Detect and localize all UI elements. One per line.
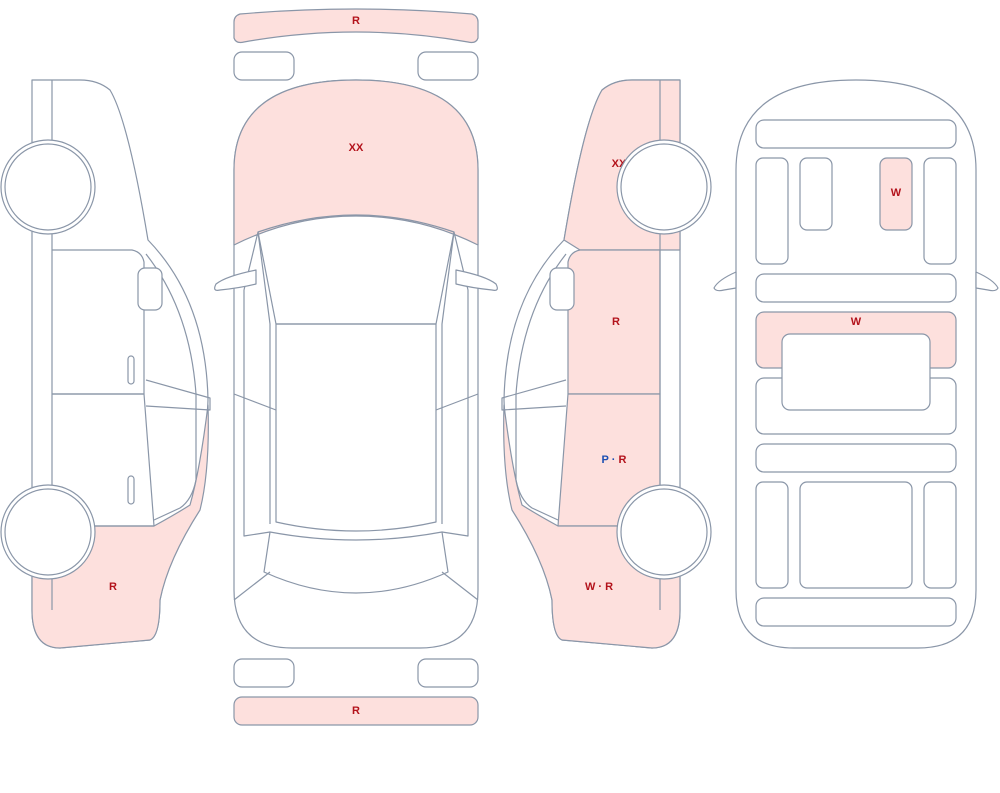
interior-mirror-right[interactable] <box>975 271 999 292</box>
trunk-rear[interactable] <box>755 597 957 627</box>
left-door-rear <box>52 393 155 527</box>
rear-shelf[interactable] <box>755 443 957 473</box>
interior-mirror-left[interactable] <box>713 271 737 292</box>
rear-left-panel[interactable] <box>755 481 789 589</box>
left-mirror[interactable] <box>137 267 163 311</box>
front-left-door-panel[interactable] <box>755 157 789 265</box>
rear-bumper-top-label: R <box>352 15 360 27</box>
right-side-view: XX R P · R W · R <box>501 79 712 649</box>
rear-bumper-top[interactable] <box>233 8 479 44</box>
roof <box>275 323 437 532</box>
left-front-wheel[interactable] <box>4 143 92 231</box>
right-rear-quarter[interactable] <box>503 404 681 649</box>
rear-light-right[interactable] <box>417 51 479 81</box>
left-rear-handle[interactable] <box>127 475 135 505</box>
left-rear-wheel[interactable] <box>4 488 92 576</box>
right-pillars <box>435 231 479 601</box>
front-bumper-bottom-label: R <box>352 705 360 717</box>
windshield <box>257 214 455 325</box>
rear-glass <box>263 531 449 594</box>
right-front-door-label: R <box>612 316 620 328</box>
rear-light-left[interactable] <box>233 51 295 81</box>
left-front-handle[interactable] <box>127 355 135 385</box>
mirror-right[interactable] <box>455 269 498 291</box>
headlight-left[interactable] <box>233 658 295 688</box>
trunk-floor[interactable] <box>799 481 913 589</box>
hood-panel[interactable] <box>233 79 479 246</box>
right-rear-wheel[interactable] <box>620 488 708 576</box>
front-right-seat[interactable] <box>879 157 913 231</box>
center-console[interactable] <box>755 273 957 303</box>
right-rear-quarter-label: W · R <box>585 581 613 593</box>
dashboard[interactable] <box>755 119 957 149</box>
right-windows <box>515 253 567 521</box>
right-front-door[interactable] <box>567 249 661 395</box>
headlight-right[interactable] <box>417 658 479 688</box>
rear-right-panel[interactable] <box>923 481 957 589</box>
left-door-front <box>52 249 145 395</box>
front-right-door-panel[interactable] <box>923 157 957 265</box>
front-bumper-bottom[interactable] <box>233 696 479 726</box>
interior-view: W W <box>713 79 999 649</box>
right-rear-door-label: P · R <box>602 454 627 466</box>
front-left-seat[interactable] <box>799 157 833 231</box>
left-pillars <box>233 231 277 601</box>
front-right-seat-label: W <box>891 187 902 199</box>
top-view: R XX R <box>214 8 498 726</box>
hood-label: XX <box>349 142 364 154</box>
left-rear-quarter-label: R <box>109 581 117 593</box>
right-mirror[interactable] <box>549 267 575 311</box>
left-side-view: R <box>0 79 211 649</box>
center-armrest[interactable] <box>781 333 931 411</box>
mirror-left[interactable] <box>214 269 257 291</box>
left-windows <box>145 253 197 521</box>
left-pillar <box>145 379 211 411</box>
rear-seat-row-label: W <box>851 316 862 328</box>
right-pillar <box>501 379 567 411</box>
right-front-wheel[interactable] <box>620 143 708 231</box>
